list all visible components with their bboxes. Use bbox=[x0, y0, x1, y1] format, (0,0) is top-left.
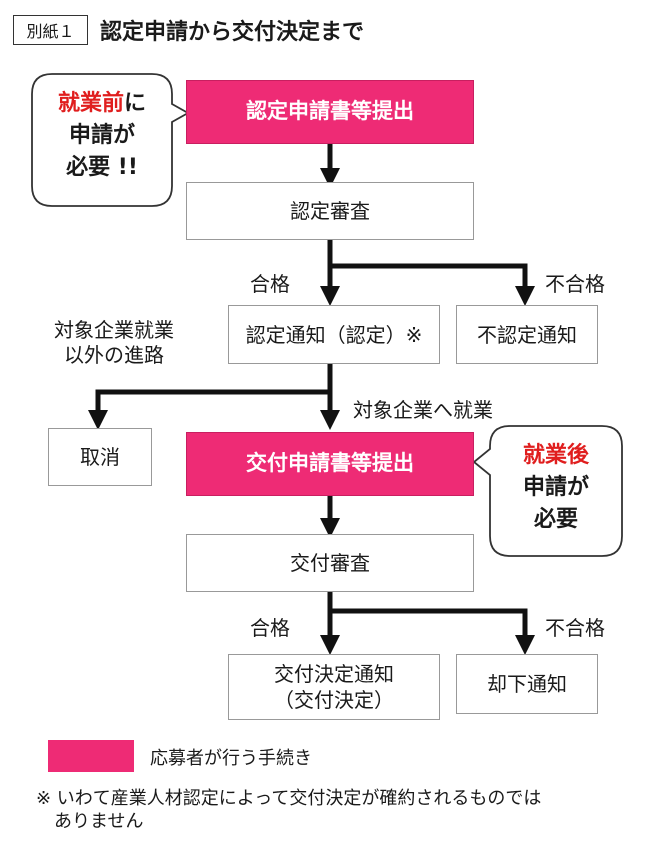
arrow-cert-to-cancel bbox=[88, 389, 330, 430]
legend-text: 応募者が行う手続き bbox=[150, 748, 312, 769]
callout-before-line2: 申請が bbox=[68, 122, 135, 148]
page-title: 認定申請から交付決定まで bbox=[100, 20, 365, 45]
callout-after-text: 就業後 申請が 必要 bbox=[490, 440, 622, 536]
callout-before-line3: 必要 !! bbox=[66, 154, 138, 180]
to-company-label: 対象企業へ就業 bbox=[353, 398, 493, 422]
callout-after-red: 就業後 bbox=[522, 443, 589, 468]
footnote: ※ いわて産業人材認定によって交付決定が確約されるものでは ありません bbox=[36, 788, 542, 833]
submit-grant-step: 交付申請書等提出 bbox=[186, 432, 474, 496]
other-path-label: 対象企業就業 以外の進路 bbox=[54, 318, 174, 367]
rejection-notice-step: 不認定通知 bbox=[456, 305, 598, 364]
cancel-step: 取消 bbox=[48, 428, 152, 486]
fail-label-1: 不合格 bbox=[545, 272, 605, 296]
fail-label-2: 不合格 bbox=[545, 616, 605, 640]
pass-label-1: 合格 bbox=[250, 272, 290, 296]
callout-before-red: 就業前 bbox=[57, 91, 124, 116]
certification-review-step: 認定審査 bbox=[186, 182, 474, 240]
callout-after-line2: 申請が bbox=[522, 474, 589, 500]
arrow-review-to-reject bbox=[330, 263, 535, 306]
callout-after-bubble bbox=[472, 425, 623, 557]
callout-before-suffix: に bbox=[124, 91, 147, 116]
pass-label-2: 合格 bbox=[250, 616, 290, 640]
callout-after-line3: 必要 bbox=[533, 506, 578, 532]
dismissal-notice-step: 却下通知 bbox=[456, 654, 598, 714]
submit-certification-step: 認定申請書等提出 bbox=[186, 80, 474, 144]
callout-before-text: 就業前に 申請が 必要 !! bbox=[32, 88, 172, 184]
attachment-tag: 別紙１ bbox=[13, 15, 88, 45]
grant-review-step: 交付審査 bbox=[186, 534, 474, 592]
callout-before-bubble bbox=[31, 73, 190, 207]
grant-notice-step: 交付決定通知 （交付決定） bbox=[228, 654, 440, 720]
legend-swatch bbox=[48, 740, 134, 772]
arrow-grant-review-to-dismiss bbox=[330, 608, 535, 655]
certification-notice-step: 認定通知（認定）※ bbox=[228, 305, 440, 364]
